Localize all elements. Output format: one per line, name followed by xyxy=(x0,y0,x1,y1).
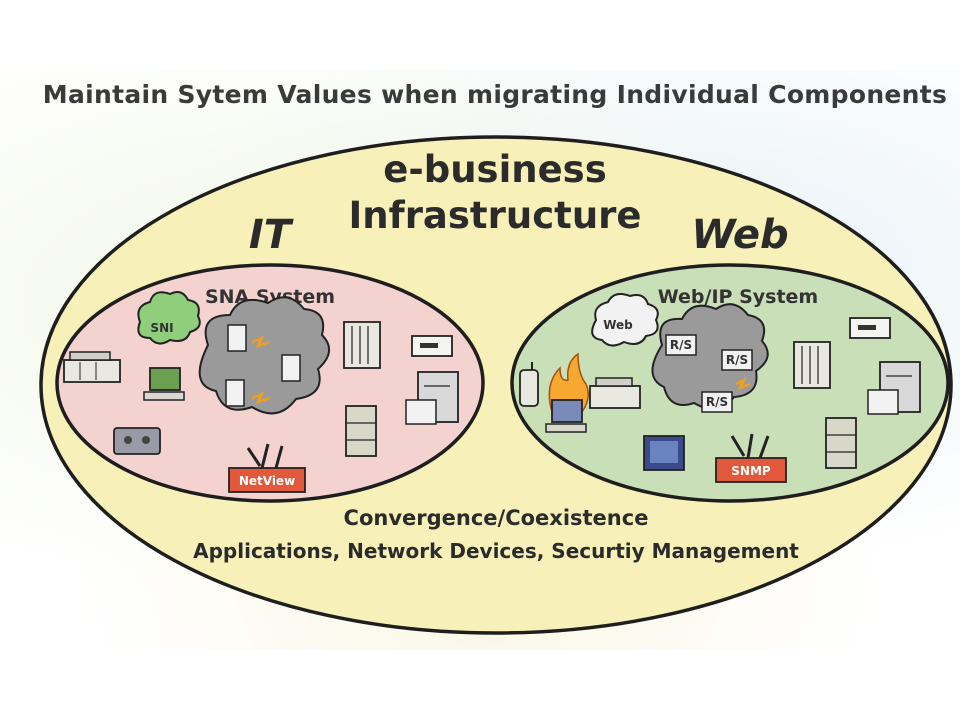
sna-system-title: SNA System xyxy=(205,286,335,308)
netview-toolbox-icon xyxy=(228,443,306,493)
mainframe-icon-right xyxy=(793,341,831,389)
mobile-phone-icon xyxy=(519,362,539,407)
snmp-toolbox-icon xyxy=(715,433,787,483)
webip-network-cloud-icon xyxy=(651,303,769,413)
file-cabinet-icon-right xyxy=(825,417,857,469)
mainframe-icon xyxy=(343,321,381,369)
snmp-label: SNMP xyxy=(731,464,771,478)
webip-system-title: Web/IP System xyxy=(658,286,818,308)
web-cloud-label: Web xyxy=(603,318,633,332)
web-cloud-icon xyxy=(591,293,659,347)
convergence-text: Convergence/Coexistence xyxy=(344,506,649,530)
printer-icon-right xyxy=(589,377,641,409)
file-cabinet-icon xyxy=(345,405,377,457)
heading-line-2: Infrastructure xyxy=(348,194,641,237)
drawer-cabinet-icon xyxy=(405,371,459,425)
router-label-3: R/S xyxy=(706,395,728,409)
drawer-cabinet-icon-right xyxy=(867,361,921,415)
monitor-icon xyxy=(643,435,685,471)
printer-icon xyxy=(63,351,121,383)
tape-icon xyxy=(113,427,161,455)
it-label: IT xyxy=(249,212,294,258)
web-label: Web xyxy=(691,212,788,258)
netview-label: NetView xyxy=(239,474,295,488)
components-text: Applications, Network Devices, Securtiy … xyxy=(193,539,799,563)
router-label-1: R/S xyxy=(670,338,692,352)
sni-cloud-label: SNI xyxy=(150,321,173,335)
envelope-icon xyxy=(411,335,453,357)
outer-ellipse xyxy=(39,135,953,635)
terminal-icon xyxy=(143,367,185,401)
sni-cloud-icon xyxy=(137,291,201,345)
sna-network-cloud-icon xyxy=(198,296,330,415)
firewall-icon xyxy=(545,352,589,433)
router-label-2: R/S xyxy=(726,353,748,367)
envelope-icon-right xyxy=(849,317,891,339)
heading-line-1: e-business xyxy=(383,148,606,191)
diagram-title: Maintain Sytem Values when migrating Ind… xyxy=(43,80,947,109)
